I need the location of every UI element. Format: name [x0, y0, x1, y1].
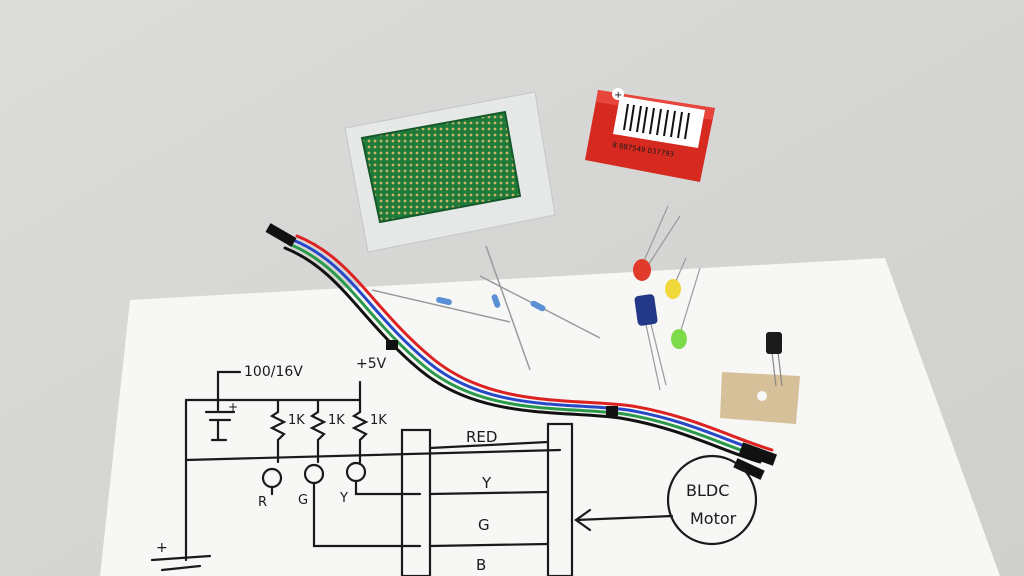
- resistor-2: [491, 294, 501, 308]
- capacitor-rating-label: 100/16V: [244, 364, 303, 380]
- wire-label-y: Y: [481, 474, 492, 492]
- led-yellow: [665, 279, 681, 299]
- resistor-label-1: 1K: [288, 413, 305, 428]
- led-label-r: R: [258, 495, 267, 510]
- resistor-label-3: 1K: [370, 413, 387, 428]
- battery-9v: + 8 887549 037793: [585, 88, 715, 182]
- wire-label-b: B: [476, 556, 486, 574]
- leds-and-capacitor: [633, 205, 701, 391]
- capacitor: [634, 294, 658, 326]
- capacitor-plus-label: +: [228, 400, 238, 414]
- wire-label-g: G: [478, 516, 490, 534]
- supply-voltage-label: +5V: [356, 356, 387, 372]
- motor-label-line2: Motor: [690, 509, 737, 528]
- led-red: [633, 259, 651, 281]
- led-label-y: Y: [339, 491, 348, 506]
- resistor-3: [530, 300, 546, 312]
- led-label-g: G: [298, 493, 308, 508]
- jumper-wire-bundle: [265, 223, 777, 480]
- battery-polarity-mark: +: [614, 90, 622, 101]
- led-green: [671, 329, 687, 349]
- paper-sheet: [100, 258, 1000, 576]
- perfboard: [360, 110, 522, 224]
- resistor-label-2: 1K: [328, 413, 345, 428]
- hand-drawn-schematic: [150, 370, 758, 576]
- resistor-1: [436, 296, 452, 306]
- perfboard-in-bag: [344, 91, 556, 253]
- battery-plus-label: +: [156, 540, 168, 556]
- wire-label-red: RED: [466, 428, 497, 446]
- battery-polarity-icon: [612, 88, 624, 100]
- motor-label-line1: BLDC: [686, 481, 729, 500]
- transistor-on-card: [720, 332, 800, 424]
